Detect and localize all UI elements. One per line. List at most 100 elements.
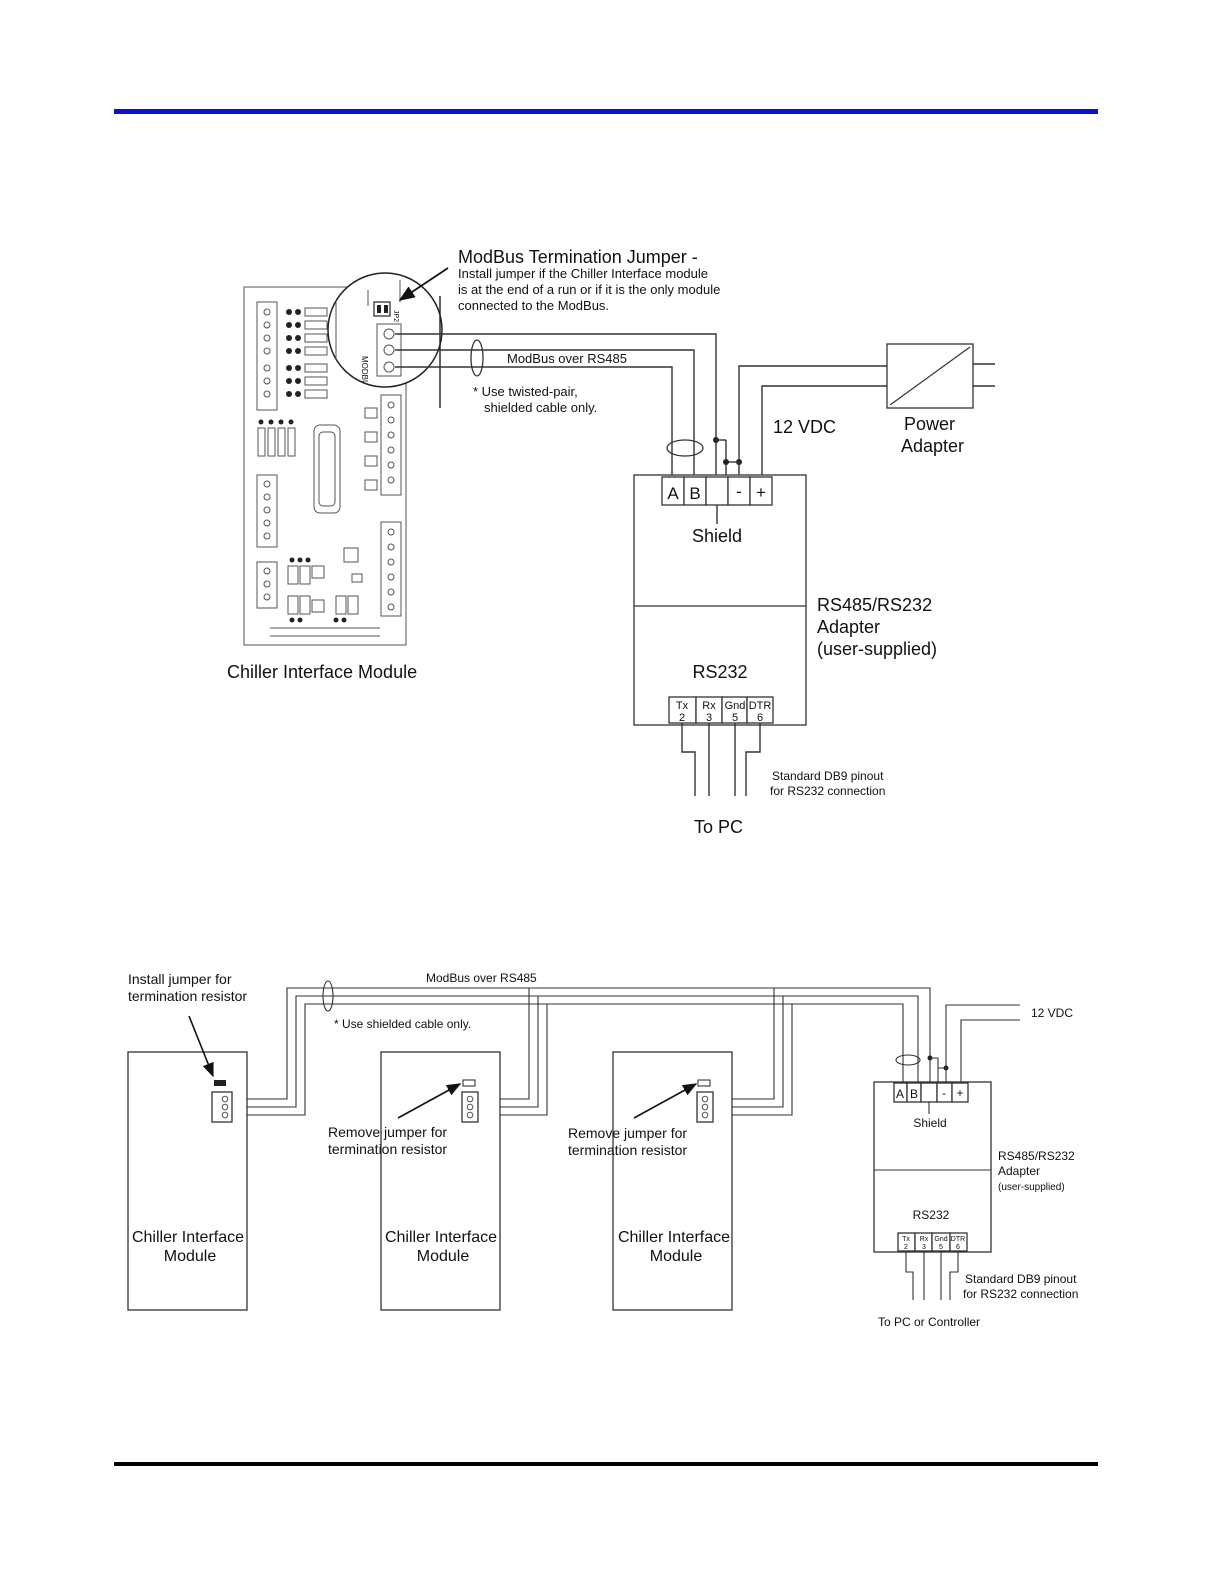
module-1-box bbox=[127, 1051, 248, 1311]
magnifier: MODBUS JP2 bbox=[327, 272, 443, 408]
install-jumper-arrow bbox=[188, 1015, 214, 1078]
pin-gnd-num-2: 5 bbox=[939, 1244, 943, 1251]
db9-note-line-2: for RS232 connection bbox=[770, 784, 885, 798]
pin-rx: Rx bbox=[702, 700, 716, 712]
remove-note-2-line-1: Remove jumper for bbox=[568, 1125, 687, 1141]
shielded-cable-marker bbox=[322, 980, 334, 1012]
pin-dtr-num: 6 bbox=[757, 712, 763, 724]
rs485-rs232-adapter-2: A B - + Shield RS232 Tx 2 Rx 3 Gnd 5 DTR… bbox=[873, 1081, 992, 1300]
pin-dtr: DTR bbox=[749, 700, 772, 712]
multi-module-wiring-diagram: Chiller Interface Module Chiller Interfa… bbox=[127, 971, 1078, 1329]
adapter-label-2: Adapter bbox=[817, 617, 880, 637]
magnifier-circle bbox=[327, 272, 443, 388]
module-caption: Chiller Interface Module bbox=[227, 662, 417, 682]
chiller-interface-module-board bbox=[243, 286, 407, 646]
rs485-terminal-strip: A B - + bbox=[661, 476, 773, 506]
remove-note-1-line-1: Remove jumper for bbox=[328, 1124, 447, 1140]
header-rule bbox=[114, 109, 1098, 114]
terminal-screws bbox=[263, 308, 271, 398]
single-module-wiring-diagram: MODBUS JP2 ModBus Termination Jumper - I… bbox=[227, 247, 995, 837]
pin-rx-num: 3 bbox=[706, 712, 712, 724]
cable-note-line-1: * Use twisted-pair, bbox=[473, 384, 578, 399]
board-modbus-label: MODBUS bbox=[360, 356, 369, 391]
rs232-label: RS232 bbox=[692, 662, 747, 682]
shield-label-2: Shield bbox=[913, 1116, 946, 1130]
to-pc-controller-label: To PC or Controller bbox=[878, 1315, 980, 1329]
terminal-plus-2: + bbox=[956, 1086, 963, 1100]
db9-note-2-line-2: for RS232 connection bbox=[963, 1287, 1078, 1301]
pin-dtr-2: DTR bbox=[951, 1236, 965, 1243]
adapter-2-label-1: RS485/RS232 bbox=[998, 1149, 1075, 1163]
terminal-strip-right-2 bbox=[380, 521, 402, 617]
terminal-block bbox=[256, 301, 278, 411]
module-3-label-2: Module bbox=[650, 1248, 703, 1265]
remove-jumper-arrow-1 bbox=[397, 1083, 462, 1119]
adapter-2-box bbox=[873, 1081, 992, 1253]
pin-gnd-2: Gnd bbox=[934, 1236, 947, 1243]
remove-note-2-line-2: termination resistor bbox=[568, 1142, 687, 1158]
remove-note-1-line-2: termination resistor bbox=[328, 1141, 447, 1157]
chiller-module-3: Chiller Interface Module bbox=[612, 1051, 733, 1311]
jumper-pointer-arrow bbox=[398, 267, 449, 301]
modbus-wires bbox=[395, 333, 727, 475]
remove-jumper-arrow-2 bbox=[633, 1083, 698, 1119]
resistor-array bbox=[257, 419, 296, 457]
twisted-pair-marker bbox=[470, 339, 484, 377]
power-adapter-label-2: Adapter bbox=[901, 436, 964, 456]
terminal-plus: + bbox=[756, 483, 766, 502]
terminal-minus-2: - bbox=[942, 1086, 946, 1100]
pin-rx-2: Rx bbox=[920, 1236, 929, 1243]
jumper-note-line-3: connected to the ModBus. bbox=[458, 298, 609, 313]
pin-gnd-num: 5 bbox=[732, 712, 738, 724]
terminal-strip-right bbox=[380, 394, 402, 496]
module-2-label-1: Chiller Interface bbox=[385, 1229, 497, 1246]
power-adapter-label-1: Power bbox=[904, 414, 955, 434]
footer-rule bbox=[114, 1462, 1098, 1466]
pin-tx-num: 2 bbox=[679, 712, 685, 724]
chiller-module-2: Chiller Interface Module bbox=[380, 1051, 501, 1311]
terminal-a-2: A bbox=[896, 1087, 904, 1101]
module-1-label-1: Chiller Interface bbox=[132, 1229, 244, 1246]
pin-tx-num-2: 2 bbox=[904, 1244, 908, 1251]
pin-gnd: Gnd bbox=[725, 700, 746, 712]
pin-tx: Tx bbox=[676, 700, 689, 712]
board-jp2-label: JP2 bbox=[392, 310, 399, 322]
terminal-b: B bbox=[689, 484, 700, 503]
terminal-minus: - bbox=[736, 482, 742, 501]
module-3-box bbox=[612, 1051, 733, 1311]
lower-jumpers bbox=[287, 547, 363, 623]
jumper-title: ModBus Termination Jumper - bbox=[458, 247, 698, 267]
module-1-label-2: Module bbox=[164, 1248, 217, 1265]
to-pc-label: To PC bbox=[694, 817, 743, 837]
jumper-note-line-2: is at the end of a run or if it is the o… bbox=[458, 282, 720, 297]
module-1-jumper bbox=[214, 1080, 226, 1086]
cable-note-line-2: shielded cable only. bbox=[484, 400, 597, 415]
chiller-module-1: Chiller Interface Module bbox=[127, 1051, 248, 1311]
adapter-label-1: RS485/RS232 bbox=[817, 595, 932, 615]
module-2-box bbox=[380, 1051, 501, 1311]
shield-label: Shield bbox=[692, 526, 742, 546]
adapter-2-label-2: Adapter bbox=[998, 1164, 1040, 1178]
adapter-label-3: (user-supplied) bbox=[817, 639, 937, 659]
pin-rx-num-2: 3 bbox=[922, 1244, 926, 1251]
rs232-pin-table: Tx 2 Rx 3 Gnd 5 DTR 6 bbox=[668, 696, 774, 724]
jumper-rows bbox=[286, 307, 328, 399]
shield-pair-marker bbox=[895, 1054, 921, 1066]
install-note-line-2: termination resistor bbox=[128, 988, 247, 1004]
terminal-block-2 bbox=[256, 474, 278, 548]
terminal-a: A bbox=[667, 484, 679, 503]
install-note-line-1: Install jumper for bbox=[128, 971, 232, 987]
board-outline bbox=[243, 286, 407, 646]
pin-dtr-num-2: 6 bbox=[956, 1244, 960, 1251]
terminal-block-3 bbox=[256, 561, 278, 609]
adapter-2-label-3: (user-supplied) bbox=[998, 1182, 1065, 1193]
rs485-rs232-adapter: A B - + Shield RS232 Tx 2 Rx 3 Gnd 5 DTR… bbox=[633, 474, 807, 796]
cable-note-2: * Use shielded cable only. bbox=[334, 1017, 471, 1031]
jumper-note-line-1: Install jumper if the Chiller Interface … bbox=[458, 266, 708, 281]
module-3-label-1: Chiller Interface bbox=[618, 1229, 730, 1246]
rs232-label-2: RS232 bbox=[913, 1208, 950, 1222]
power-adapter bbox=[723, 343, 995, 475]
db9-note-2-line-1: Standard DB9 pinout bbox=[965, 1272, 1077, 1286]
adapter-box bbox=[633, 474, 807, 726]
